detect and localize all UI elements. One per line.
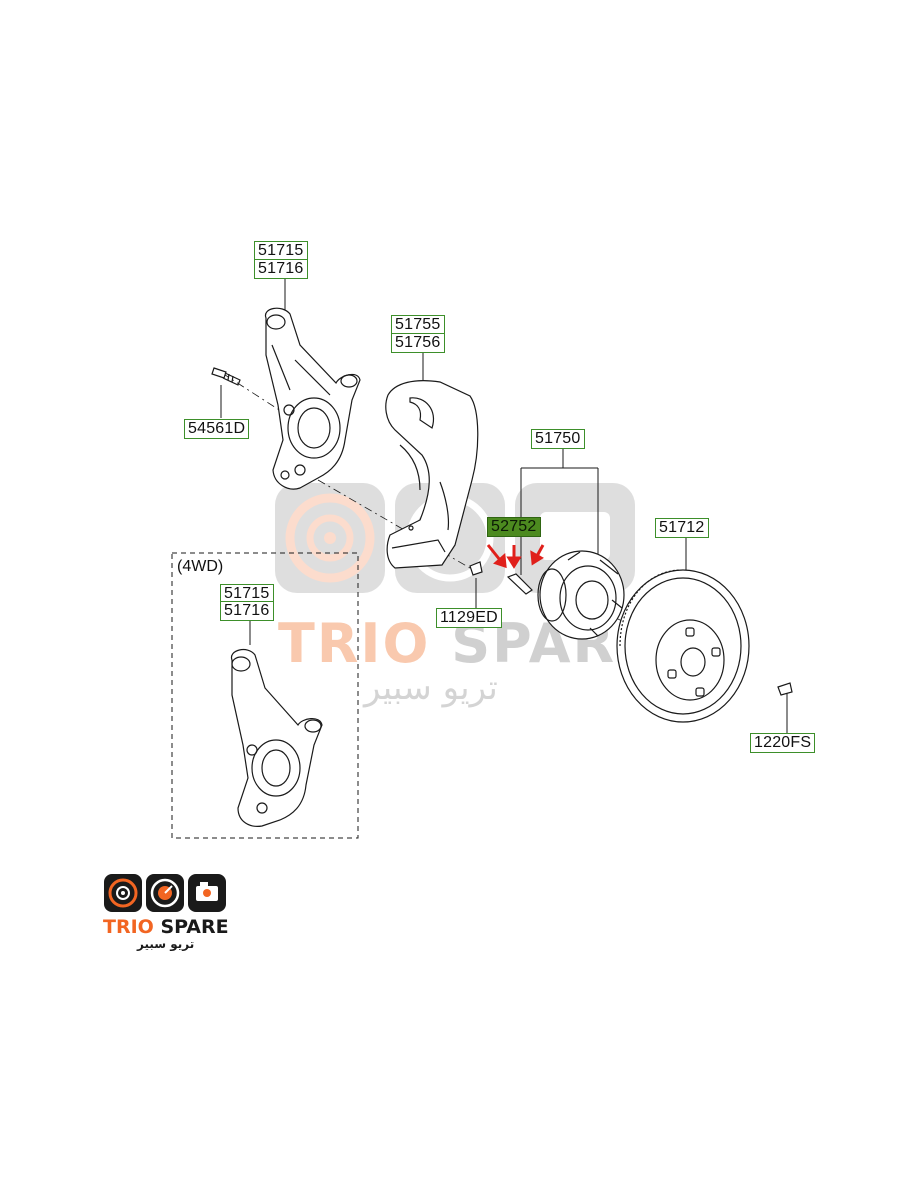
arrow-3: [535, 544, 545, 557]
steering-knuckle: [264, 307, 361, 490]
variant-4wd-frame: [171, 552, 359, 839]
engine-icon: [188, 874, 226, 912]
hub-bearing: [537, 550, 625, 640]
dust-shield: [385, 380, 479, 569]
brand-logo: TRIO SPARE تريو سبير: [103, 873, 229, 953]
steering-knuckle-4wd: [230, 648, 323, 827]
logo-brand-orange: TRIO: [103, 916, 154, 938]
part-label-51716-4wd[interactable]: 51716: [220, 601, 274, 621]
shield-bolt: [469, 561, 483, 576]
part-label-51716[interactable]: 51716: [254, 259, 308, 279]
speedometer-icon: [146, 874, 184, 912]
watermark-arabic: تريو سبير: [364, 668, 498, 708]
brake-disc-icon: [104, 874, 142, 912]
part-label-52752[interactable]: 52752: [487, 517, 541, 537]
part-label-51750[interactable]: 51750: [531, 429, 585, 449]
part-label-51756[interactable]: 51756: [391, 333, 445, 353]
part-label-1129ed[interactable]: 1129ED: [436, 608, 502, 628]
watermark-brand-orange: TRIO: [278, 612, 431, 675]
brake-disc: [616, 569, 750, 723]
arrow-1: [486, 544, 502, 561]
part-label-1220fs[interactable]: 1220FS: [750, 733, 816, 753]
disc-screw: [777, 682, 793, 696]
logo-brand: TRIO SPARE: [103, 916, 229, 938]
logo-brand-dark: SPARE: [160, 916, 229, 938]
part-label-51755[interactable]: 51755: [391, 315, 445, 335]
knuckle-bolt: [211, 367, 241, 386]
part-label-51712[interactable]: 51712: [655, 518, 709, 538]
variant-caption: (4WD): [177, 558, 224, 575]
logo-arabic: تريو سبير: [137, 937, 195, 951]
hub-bolt: [506, 573, 533, 595]
part-label-54561d[interactable]: 54561D: [184, 419, 250, 439]
part-label-51715[interactable]: 51715: [254, 241, 308, 261]
